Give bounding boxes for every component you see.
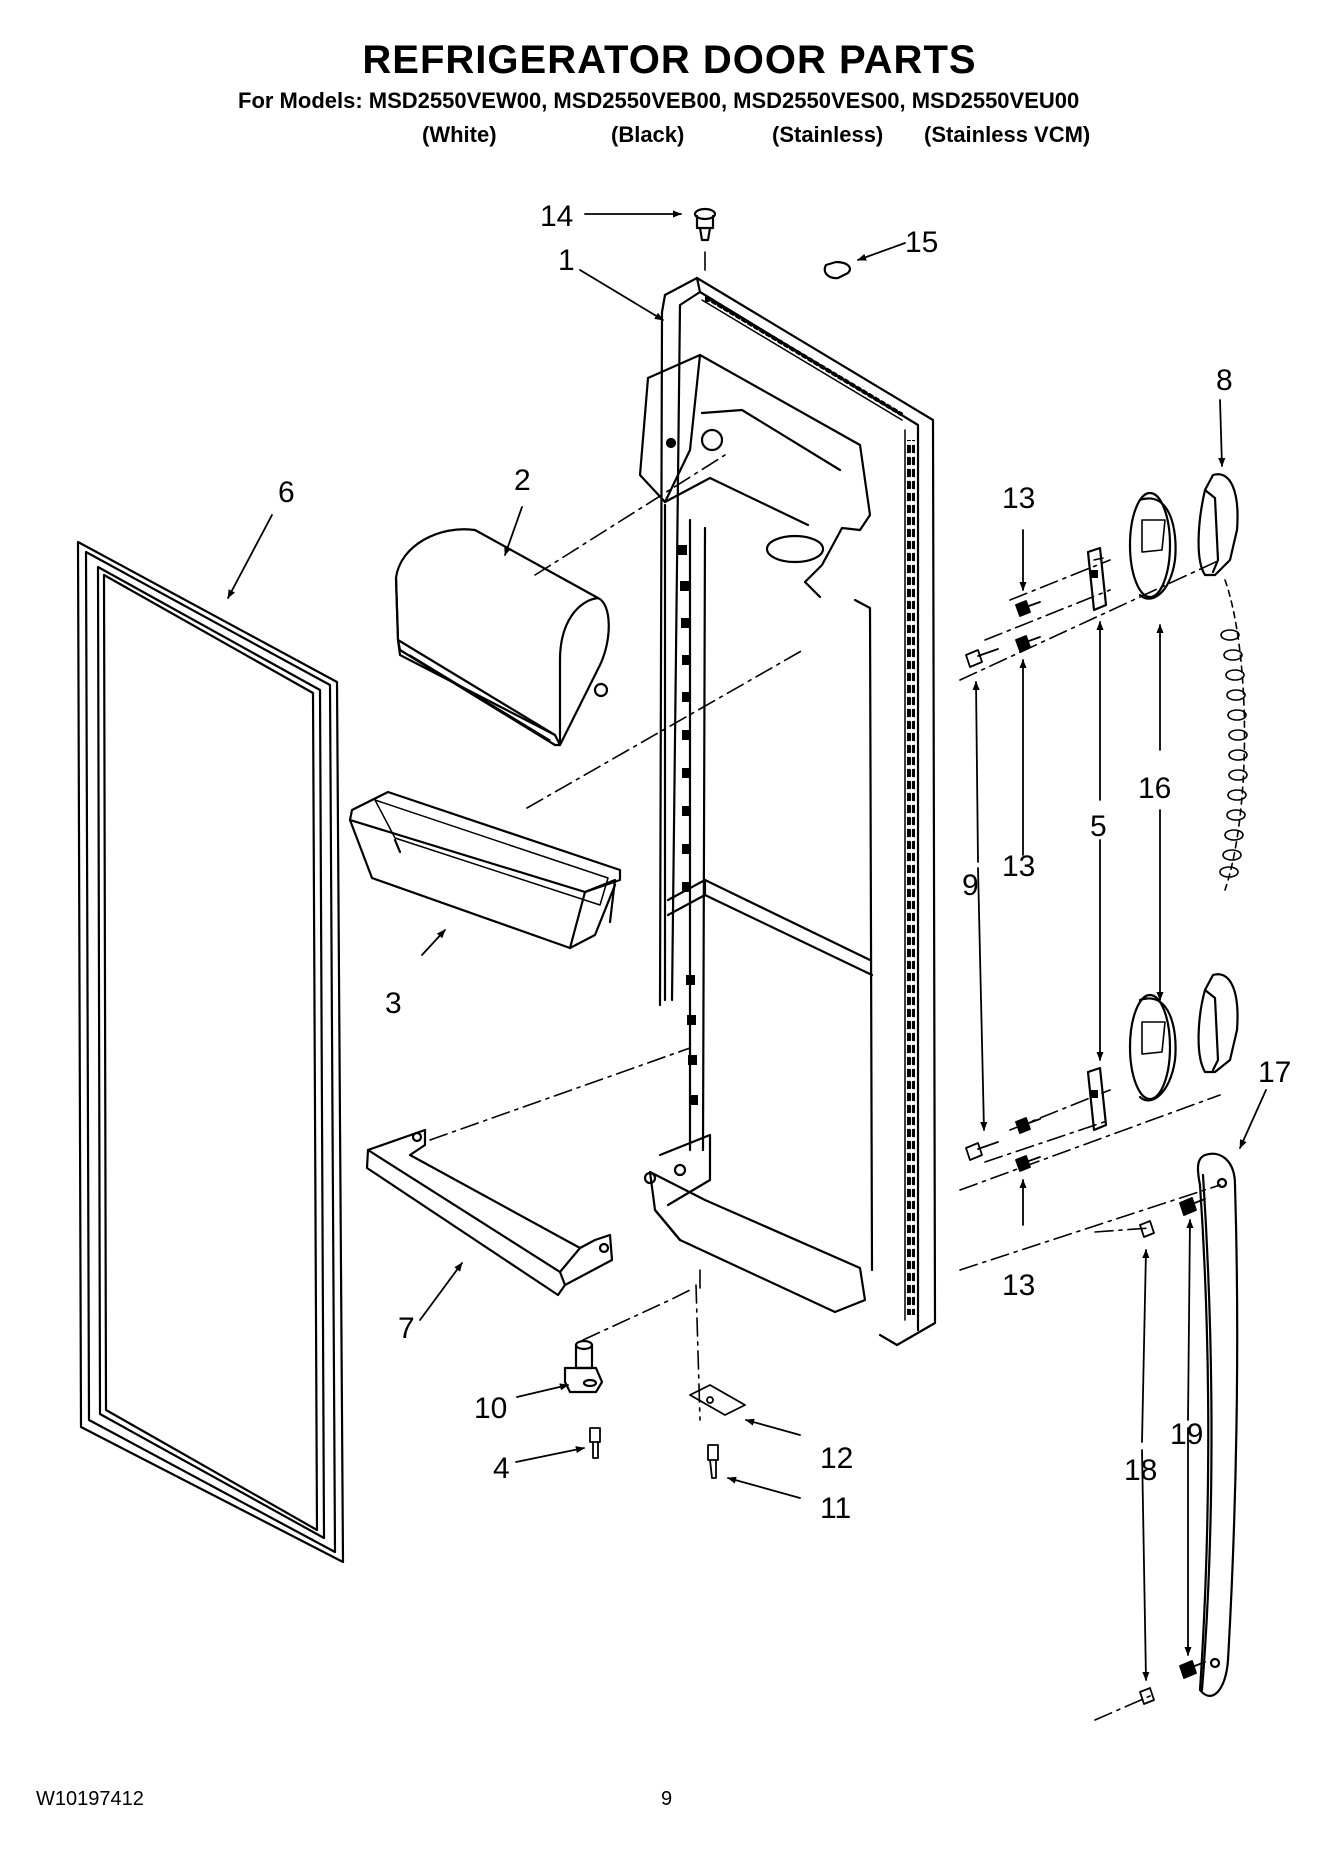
callout-16: 16 <box>1138 772 1171 805</box>
callout-2: 2 <box>514 464 531 497</box>
handle-trim-part <box>1196 1152 1239 1697</box>
upper-door-bin-part <box>394 528 610 747</box>
door-cap-part <box>823 260 852 280</box>
page-title: REFRIGERATOR DOOR PARTS <box>362 38 977 82</box>
handle-mount-upper-part <box>1128 473 1239 600</box>
page-number: 9 <box>661 1788 673 1810</box>
door-plug-part <box>693 207 717 242</box>
door-handle-part <box>1219 579 1248 891</box>
callout-18: 18 <box>1124 1454 1157 1487</box>
callout-13-mid: 13 <box>1002 850 1035 883</box>
finish-white: (White) <box>422 122 497 147</box>
finish-stainless: (Stainless) <box>772 122 884 147</box>
callout-12: 12 <box>820 1442 853 1475</box>
callout-11: 11 <box>820 1492 851 1525</box>
hinge-pin-part <box>563 1339 604 1394</box>
door-liner-part <box>638 276 937 1347</box>
screws-part-18-19 <box>1139 1197 1206 1705</box>
hinge-shim-part <box>689 1384 746 1416</box>
callout-15: 15 <box>905 226 938 259</box>
callout-13-lower: 13 <box>1002 1269 1035 1302</box>
callout-6: 6 <box>278 476 295 509</box>
assembly-lines <box>429 251 1221 1721</box>
hinge-screw-part <box>589 1427 601 1459</box>
handle-mount-lower-part <box>1128 973 1239 1102</box>
handle-bracket-lower-part <box>1086 1066 1108 1132</box>
finish-labels: (White) (Black) (Stainless) (Stainless V… <box>0 122 1339 152</box>
lower-door-bin-part <box>365 1128 614 1297</box>
finish-black: (Black) <box>611 122 685 147</box>
callout-19: 19 <box>1170 1418 1203 1451</box>
document-number: W10197412 <box>36 1788 144 1810</box>
door-gasket-part <box>76 540 345 1564</box>
callout-10: 10 <box>474 1392 507 1425</box>
callout-14: 14 <box>540 200 573 233</box>
shim-screw-part <box>707 1444 719 1479</box>
callout-1: 1 <box>558 244 575 277</box>
leader-arrows <box>227 210 1267 1681</box>
callout-13-upper: 13 <box>1002 482 1035 515</box>
middle-door-bin-part <box>348 790 622 950</box>
callout-5: 5 <box>1090 810 1107 843</box>
callout-3: 3 <box>385 987 402 1020</box>
callout-9: 9 <box>962 869 979 902</box>
callout-8: 8 <box>1216 364 1233 397</box>
model-list: For Models: MSD2550VEW00, MSD2550VEB00, … <box>238 88 1080 113</box>
handle-bracket-upper-part <box>1086 546 1108 612</box>
callout-7: 7 <box>398 1312 415 1345</box>
callout-labels: 14 15 1 2 6 8 13 16 5 13 9 3 17 13 7 10 … <box>278 200 1291 1525</box>
callout-4: 4 <box>493 1452 510 1485</box>
finish-stainless-vcm: (Stainless VCM) <box>924 122 1091 147</box>
callout-17: 17 <box>1258 1056 1291 1089</box>
